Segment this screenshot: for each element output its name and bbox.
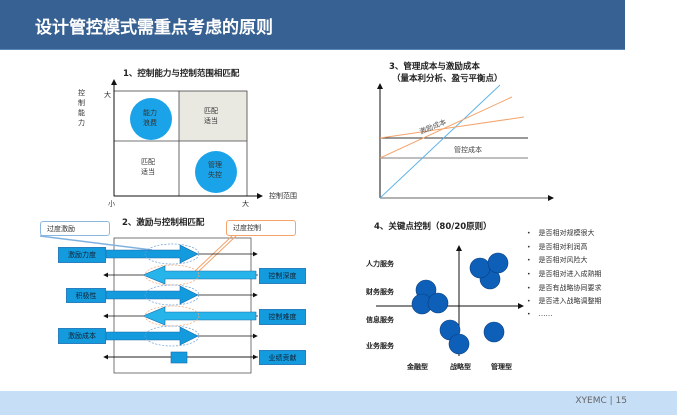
label-performance: 业绩贡献 [259, 350, 306, 365]
line-orange-2 [379, 116, 525, 139]
y-axis-label: 控制能力 [78, 89, 85, 127]
section3-subtitle: （量本利分析、盈亏平衡点） [392, 74, 503, 84]
footer-bar: XYEMC | 15 [0, 391, 677, 415]
list-item: 是否相对利润高 [527, 242, 602, 256]
cost-chart [377, 83, 554, 201]
cell-bottom-right: 管理失控 [208, 161, 222, 179]
list-item: 是否相对风险大 [527, 255, 602, 269]
callout-over-control: 过度控制 [226, 220, 296, 236]
row-label: 财务服务 [366, 288, 394, 296]
criteria-list: 是否相对规模很大 是否相对利润高 是否相对风险大 是否相对进入成熟期 是否有战略… [527, 228, 602, 324]
section4-title: 4、关键点控制（80/20原则） [374, 222, 492, 232]
matrix-grid [111, 79, 263, 199]
cell-top-right: 匹配适当 [204, 107, 218, 125]
list-item: 是否相对进入成熟期 [527, 269, 602, 283]
label-control-depth: 控制深度 [259, 268, 306, 284]
col-label: 战略型 [450, 363, 471, 371]
row-label: 人力服务 [366, 260, 394, 268]
callout-over-incentive: 过度激励 [40, 221, 110, 236]
line-blue [379, 84, 501, 199]
cell-bottom-left: 匹配适当 [141, 158, 155, 176]
row-label: 信息服务 [366, 316, 394, 324]
list-item: 是否有战略协同要求 [527, 283, 602, 297]
list-item: …… [527, 310, 602, 324]
section2-title: 2、激励与控制相匹配 [122, 218, 205, 228]
label-motivation: 积极性 [66, 288, 106, 303]
x-axis-label: 控制范围 [269, 192, 297, 200]
label-incentive-cost: 激励成本 [58, 328, 106, 344]
col-label: 金融型 [407, 363, 428, 371]
circle-capacity-waste [130, 98, 172, 140]
key-point-chart [376, 245, 524, 356]
section1-title: 1、控制能力与控制范围相匹配 [123, 69, 240, 79]
origin-label: 小 [108, 200, 115, 208]
control-cost-label: 管控成本 [454, 146, 482, 154]
section3-title: 3、管理成本与激励成本 [389, 62, 480, 72]
cell-top-left: 能力浪费 [143, 109, 157, 127]
list-item: 是否相对规模很大 [527, 228, 602, 242]
y-big-label: 大 [104, 91, 111, 99]
col-label: 管理型 [491, 363, 512, 371]
label-incentive-strength: 激励力度 [58, 247, 106, 263]
page-title: 设计管控模式需重点考虑的原则 [35, 18, 273, 38]
header-bar: 设计管控模式需重点考虑的原则 [0, 0, 625, 50]
row-label: 业务服务 [366, 342, 394, 350]
line-orange-1 [379, 96, 513, 159]
x-big-label: 大 [242, 200, 249, 208]
circle-out-of-control [195, 151, 237, 193]
label-control-difficulty: 控制难度 [259, 309, 306, 325]
list-item: 是否进入战略调整期 [527, 296, 602, 310]
footer-text: XYEMC | 15 [575, 396, 627, 406]
incentive-control-diagram [39, 235, 258, 374]
